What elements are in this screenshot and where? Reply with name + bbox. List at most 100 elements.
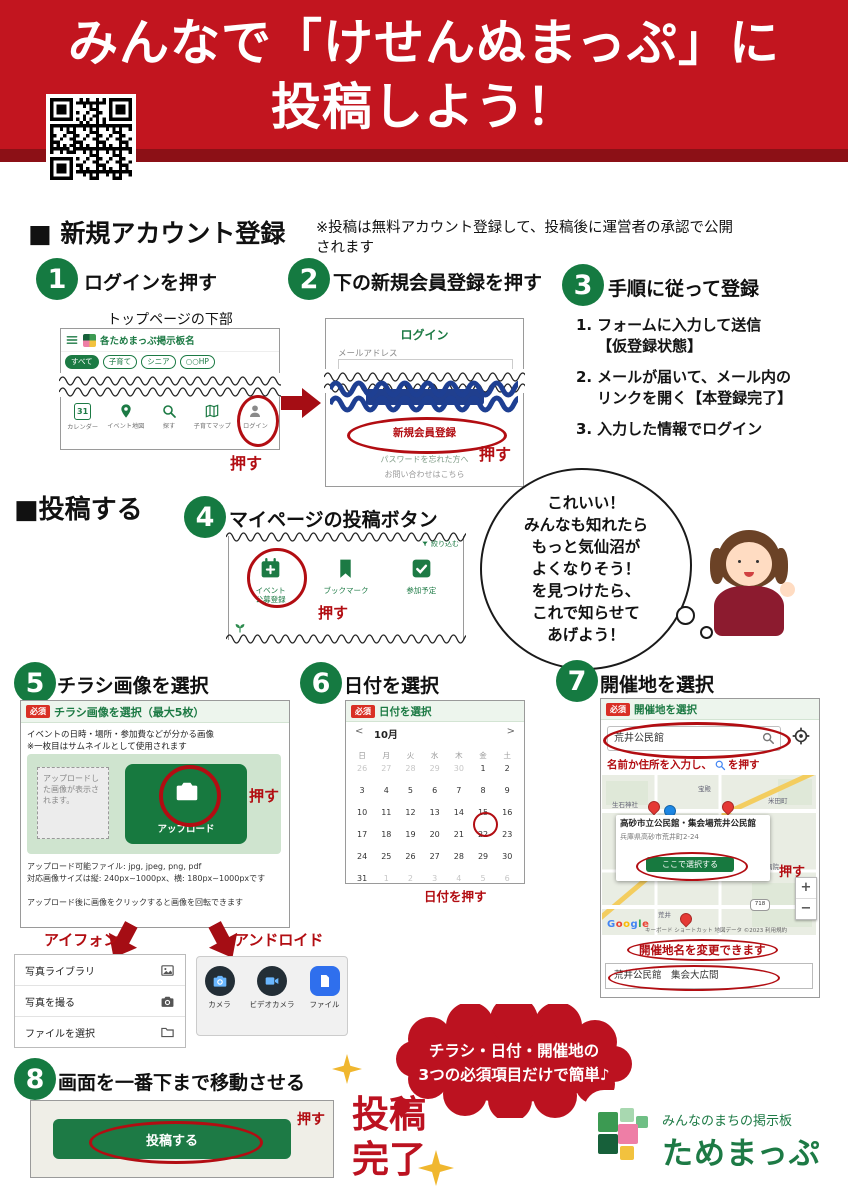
torn-edge	[58, 373, 285, 397]
account-note: ※投稿は無料アカウント登録して、投稿後に運営者の承認で公開 されます	[316, 220, 733, 256]
sparkle-icon	[418, 1150, 454, 1186]
logo-square-pink	[618, 1124, 638, 1144]
calendar-day: 29	[477, 852, 489, 861]
step2-number: 2	[288, 258, 330, 300]
bubble-line: これで知らせて	[532, 604, 640, 622]
google-letter: o	[615, 919, 624, 930]
step-number: 3.	[576, 420, 593, 438]
calendar-day: 26	[405, 852, 416, 861]
contact-link: お問い合わせはこちら	[384, 470, 465, 479]
character-eye-left	[738, 560, 741, 563]
venue-header-label: 開催地を選択	[634, 703, 697, 716]
speech-bubble-text: これいい！みんなも知れたらもっと気仙沼がよくなりそう！を見つけたら、これで知らせ…	[524, 492, 648, 646]
register-link: 新規会員登録	[393, 427, 456, 439]
step5-number: 5	[14, 662, 56, 704]
calendar-day: 2	[504, 764, 510, 773]
calendar-day: 3	[359, 786, 365, 795]
sprout-icon	[233, 620, 247, 634]
bubble-line: よくなりそう！	[531, 560, 641, 578]
calendar-day: 5	[407, 786, 414, 795]
header-banner	[0, 0, 848, 149]
step2-title: 下の新規会員登録を押す	[333, 272, 543, 294]
iphone-menu-item-choose-file: ファイルを選択	[15, 1017, 185, 1047]
calendar-next: >	[506, 726, 515, 737]
menu-item-label: 写真を撮る	[25, 997, 75, 1009]
menu-item-label: ファイル	[309, 1000, 340, 1009]
upload-desc-2: ※一枚目はサムネイルとして使用されます	[27, 742, 187, 752]
android-menu-item-files: ファイル	[309, 966, 340, 1010]
date-section-header: 必須 日付を選択	[346, 701, 524, 722]
logo-square-darkgreen	[598, 1134, 618, 1154]
bubble-line: あげよう！	[547, 626, 625, 644]
blob-line2: 3つの必須項目だけで簡単♪	[418, 1065, 609, 1084]
hint-before: 名前か住所を入力し、	[607, 759, 712, 771]
logo-tagline: みんなのまちの掲示板	[662, 1114, 793, 1129]
logo-square-lightgreen	[620, 1108, 634, 1122]
torn-edge	[225, 631, 479, 647]
red-arrow-right	[281, 388, 321, 418]
step-text: 入力した情報でログイン	[597, 420, 763, 438]
filter-control: 絞り込む	[421, 539, 459, 549]
venue-section-header: 必須 開催地を選択	[601, 699, 819, 720]
woman-character	[698, 530, 810, 665]
calendar-day: 29	[429, 764, 440, 773]
mypage-item-event-register: イベント 公募登録	[235, 556, 307, 604]
step7-number: 7	[556, 660, 598, 702]
upload-section-header: 必須 チラシ画像を選択（最大5枚）	[21, 701, 289, 723]
press-label-step5: 押す	[249, 787, 280, 805]
email-label: メールアドレス	[338, 349, 398, 359]
calendar-day: 25	[381, 852, 392, 861]
nav-item-login: ログイン	[234, 399, 277, 431]
calendar-month: 10月	[374, 730, 398, 741]
calendar-day: 26	[357, 764, 368, 773]
character-hair-left	[710, 548, 724, 584]
calendar-day: 5	[480, 874, 486, 883]
calendar-day: 15	[477, 808, 489, 817]
step-text: メールが届いて、メール内の リンクを開く【本登録完了】	[597, 368, 793, 407]
nav-item-search: 探す	[147, 399, 190, 431]
zoom-out-button: −	[796, 898, 816, 919]
tamemap-mini-logo	[83, 333, 96, 347]
calendar-day: 27	[381, 764, 392, 773]
mypage-item-label: ブックマーク	[323, 586, 369, 595]
filter-chip: シニア	[141, 355, 176, 369]
filter-label: 絞り込む	[431, 540, 459, 548]
screenshot-flyer-upload: 必須 チラシ画像を選択（最大5枚） イベントの日時・場所・参加費などが分かる画像…	[20, 700, 290, 928]
qr-code	[46, 94, 136, 184]
bubble-line: もっと気仙沼が	[531, 538, 641, 556]
weekday-label: 土	[503, 751, 511, 760]
filter-chip: 子育て	[102, 355, 138, 369]
step1-number: 1	[36, 258, 78, 300]
calendar-day: 6	[432, 786, 438, 795]
calendar-day: 22	[477, 830, 489, 839]
iphone-menu-item-take-photo: 写真を撮る	[15, 986, 185, 1017]
filter-chip: すべて	[65, 355, 99, 369]
upload-header-label: チラシ画像を選択（最大5枚）	[54, 705, 205, 719]
venue-value: 荒井公民館 集会大広間	[614, 970, 719, 981]
bubble-line: これいい！	[547, 494, 625, 512]
map-zoom-control: + −	[795, 877, 817, 920]
screenshot-submit: 投稿する 押す	[30, 1100, 334, 1178]
email-field	[338, 359, 513, 374]
calendar-day: 30	[502, 852, 513, 861]
hint-after: を押す	[728, 759, 760, 771]
step4-title: マイページの投稿ボタン	[229, 509, 438, 531]
search-icon	[161, 403, 177, 419]
person-icon	[247, 403, 263, 419]
android-file-menu: カメラビデオカメラファイル	[196, 956, 348, 1036]
search-icon	[714, 759, 726, 771]
zoom-in-button: +	[800, 880, 812, 895]
poster-title-line2: 投稿しよう！	[271, 78, 577, 136]
forgot-password-link: パスワードを忘れた方へ	[380, 455, 469, 464]
calendar-day: 23	[502, 830, 513, 839]
step6-title: 日付を選択	[344, 675, 440, 697]
header-strip	[0, 149, 848, 162]
nav-label: 子育てマップ	[193, 423, 231, 430]
logo-square-yellow	[620, 1146, 634, 1160]
calendar-day: 13	[429, 808, 440, 817]
character-hair-right	[774, 548, 788, 584]
